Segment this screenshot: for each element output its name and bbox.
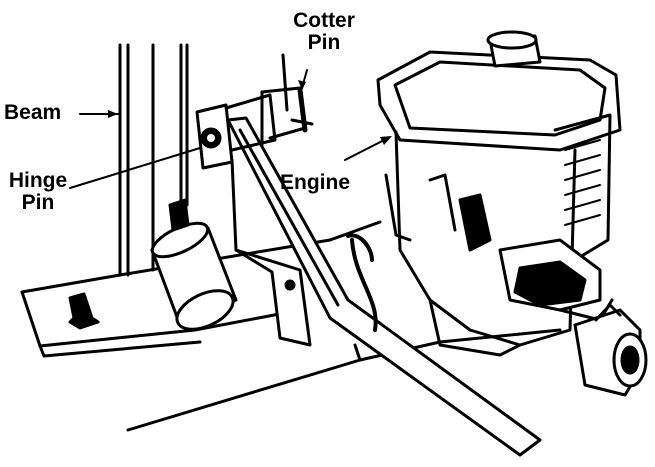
engine-arm [226, 116, 542, 457]
drive-shaft-end [573, 303, 648, 397]
base-knob [68, 292, 100, 330]
beam-label: Beam [4, 101, 62, 124]
engine-body [376, 30, 622, 357]
hinge-pin-label-line-1: Hinge [8, 169, 68, 192]
hose [346, 233, 378, 332]
hinge-pin-label-line-2: Pin [21, 191, 55, 214]
cotter-pin-label: Cotter Pin [286, 10, 362, 54]
engine-label: Engine [280, 171, 351, 194]
cotter-pin-label-line-1: Cotter [293, 9, 355, 32]
mount-bracket [234, 248, 312, 347]
leader-lines [69, 69, 392, 189]
cotter-pin [281, 53, 314, 133]
cotter-pin-label-line-2: Pin [307, 31, 341, 54]
gas-cylinder [150, 198, 238, 331]
beam-uprights [118, 43, 238, 277]
hinge-pin-label: Hinge Pin [8, 170, 68, 214]
